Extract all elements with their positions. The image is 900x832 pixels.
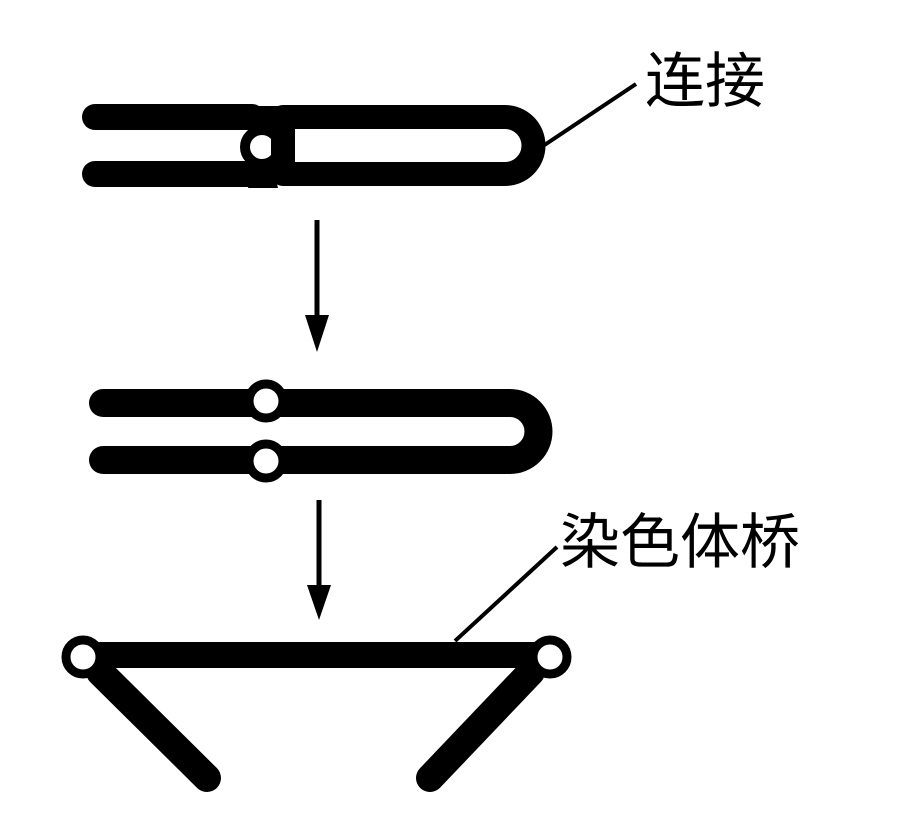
bridge-leader-line <box>453 545 559 643</box>
fused-chromatid-arms <box>280 389 553 474</box>
right-chromatid-arm <box>416 658 545 792</box>
arrow-down-2 <box>307 500 331 620</box>
connection-leader-line <box>535 82 638 152</box>
centromere-pinch <box>248 106 278 188</box>
fused-chromatid-arms <box>271 105 546 186</box>
bridge-label: 染色体桥 <box>560 508 800 578</box>
centromere-top <box>244 379 288 423</box>
connection-label: 连接 <box>645 47 765 117</box>
connected-chromosome <box>82 104 546 188</box>
centromere-bottom <box>244 439 288 483</box>
divided-chromosome <box>89 379 553 483</box>
chromosome-bridge <box>61 635 572 792</box>
left-chromatid-arm <box>86 658 221 792</box>
centromere-right <box>528 635 572 679</box>
arrow-down-1 <box>305 220 329 352</box>
centromere-left <box>61 635 105 679</box>
